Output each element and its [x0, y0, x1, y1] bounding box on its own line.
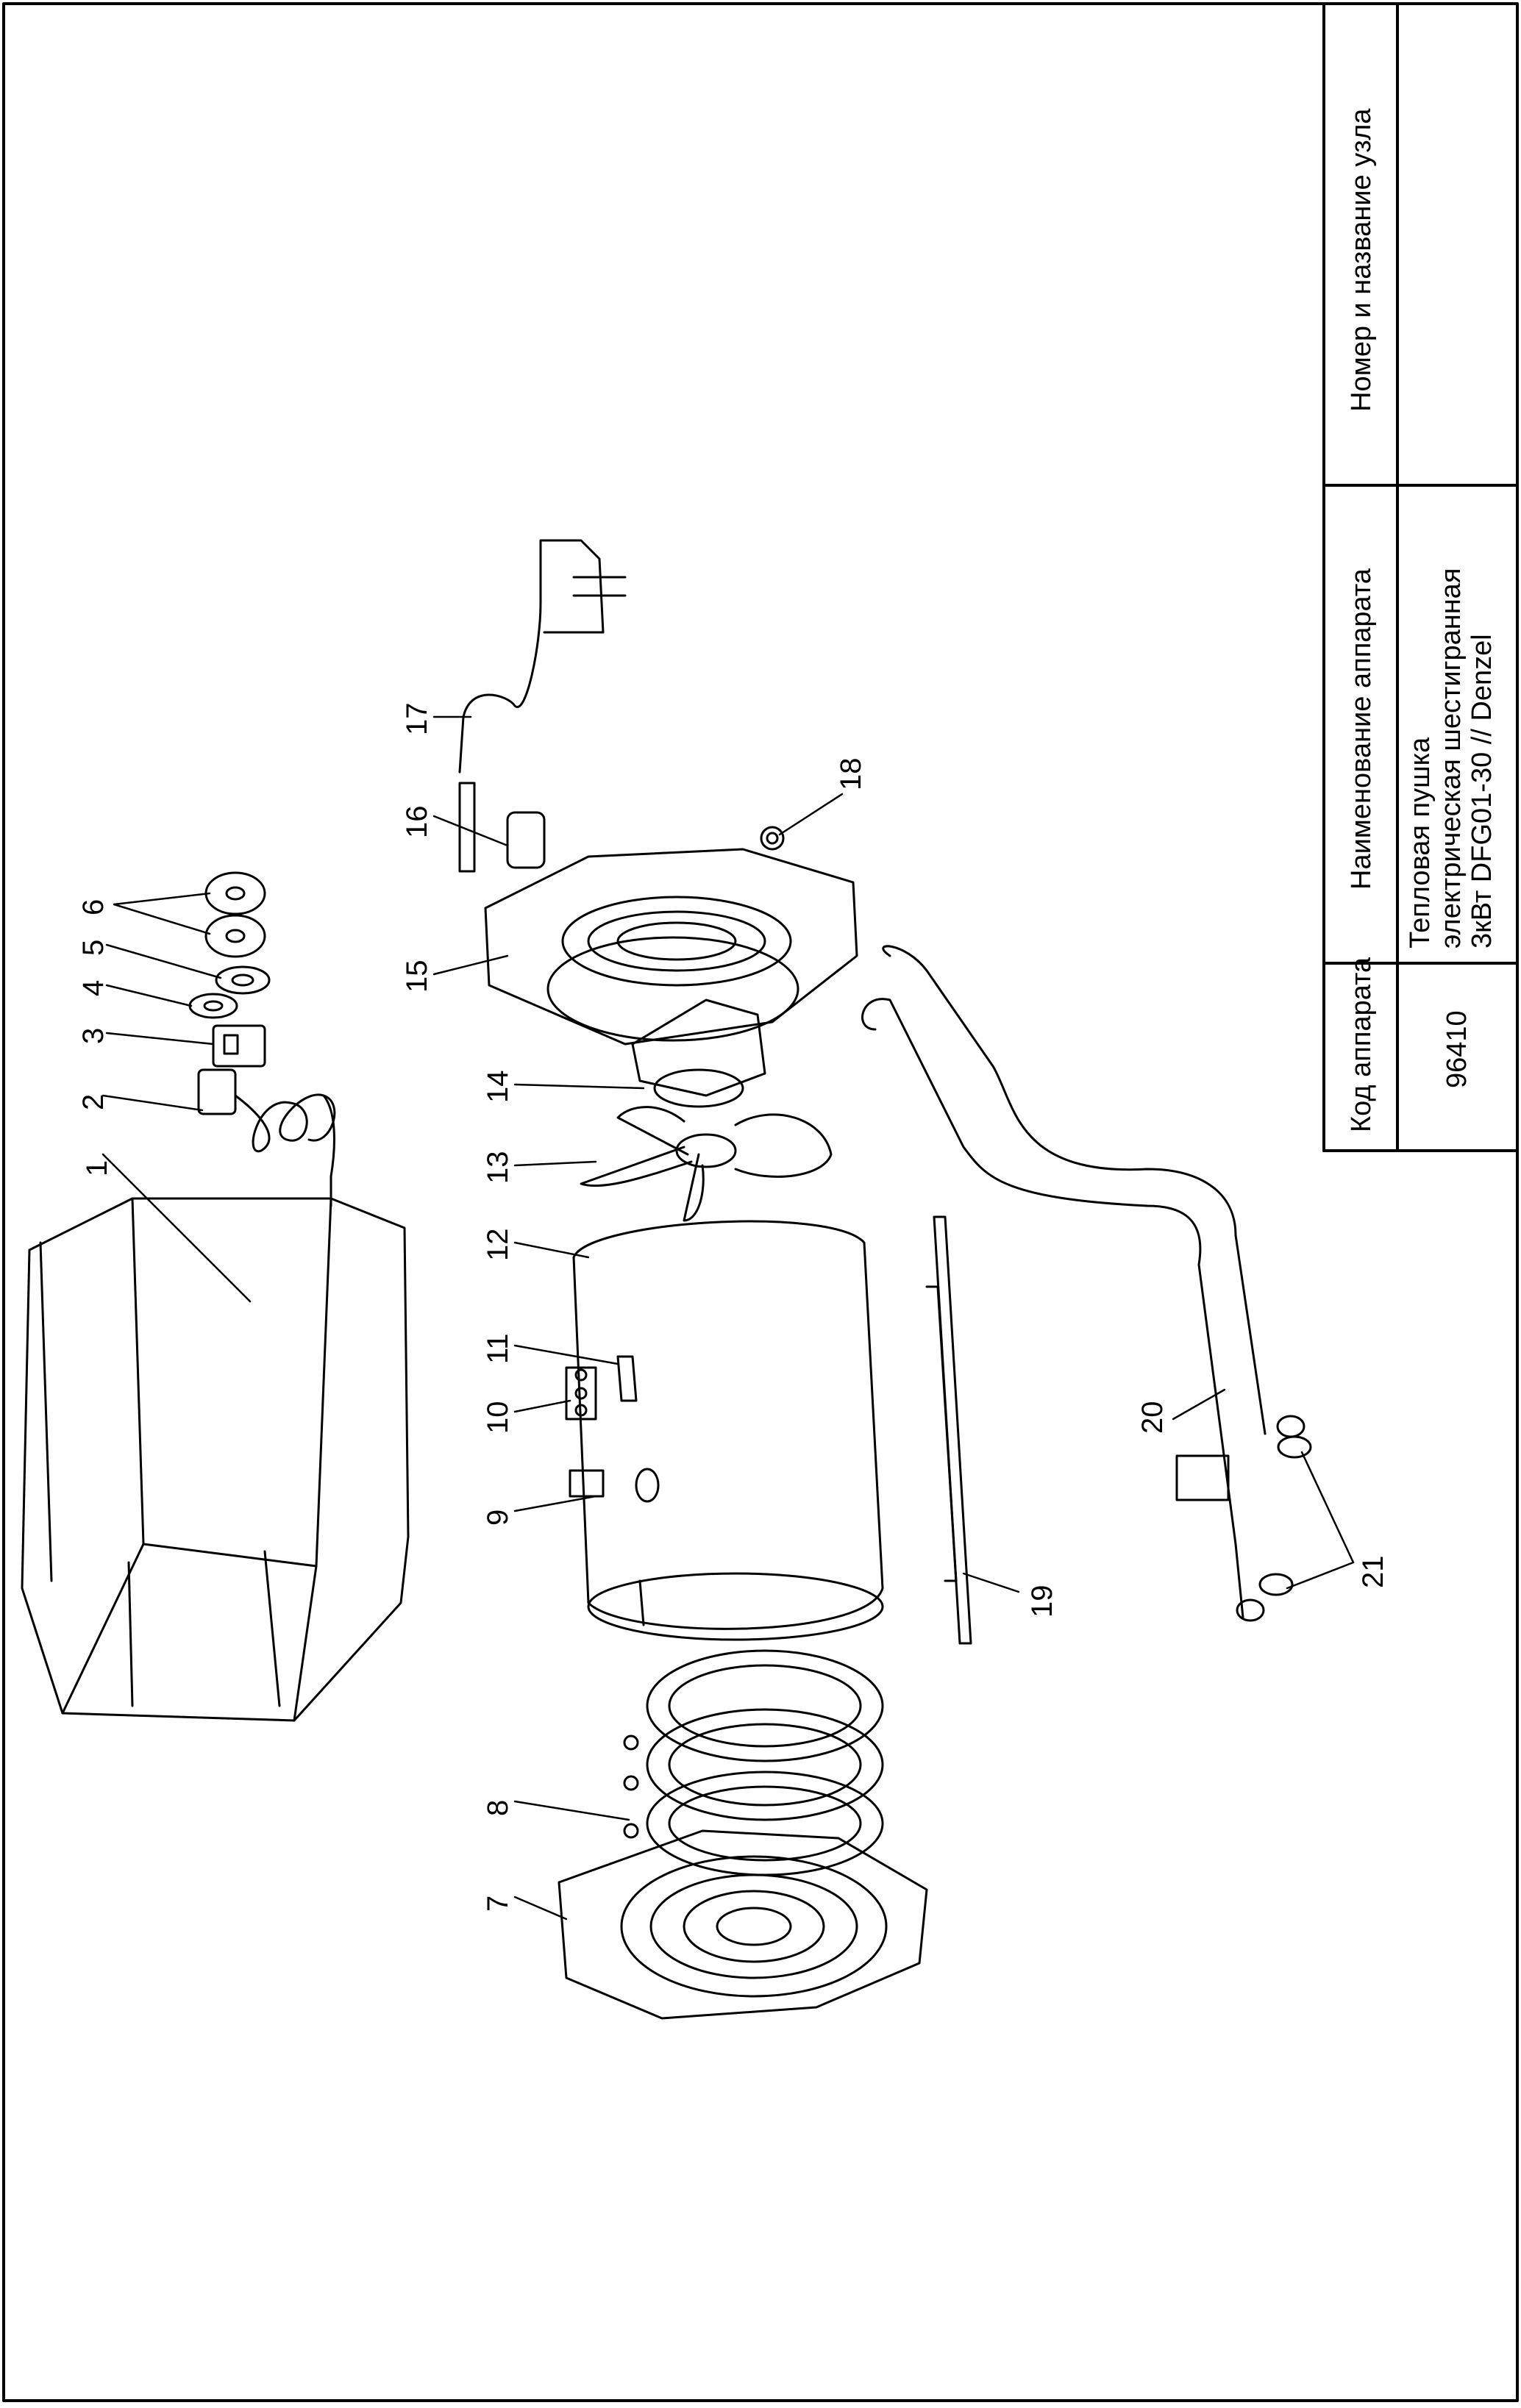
part-17-power-cord	[458, 539, 627, 774]
callout-3: 3	[77, 1027, 110, 1044]
callout-19: 19	[1026, 1585, 1058, 1618]
part-7-front-grille	[558, 1829, 928, 2020]
callout-4: 4	[77, 979, 110, 996]
part-16-cable-gland	[458, 782, 546, 873]
callout-16: 16	[401, 805, 433, 839]
callout-1: 1	[81, 1160, 113, 1176]
code-value: 96410	[1442, 1010, 1472, 1088]
callout-13: 13	[482, 1151, 514, 1185]
part-20-frame	[861, 945, 1306, 1622]
callout-8: 8	[482, 1799, 514, 1816]
part-15-rear-housing	[484, 848, 858, 1046]
callout-18: 18	[835, 757, 867, 791]
name-line-3: 3кВт DFG01-30 // Denzel	[1467, 634, 1497, 948]
part-4-5-6-knobs	[188, 871, 271, 1019]
part-2-3-controls	[197, 1024, 336, 1207]
part-9-10-11-small	[565, 1355, 660, 1503]
callout-21: 21	[1357, 1555, 1389, 1589]
callout-17: 17	[401, 702, 433, 736]
callout-15: 15	[401, 960, 433, 993]
part-13-fan-blade	[580, 1106, 833, 1222]
part-21-feet	[1258, 1435, 1312, 1596]
name-line-1: Тепловая пушка	[1405, 737, 1436, 948]
part-14-motor	[631, 998, 766, 1108]
callout-14: 14	[482, 1070, 514, 1104]
callout-5: 5	[77, 939, 110, 956]
callout-20: 20	[1136, 1401, 1169, 1435]
title-block	[1322, 2, 1519, 1152]
name-line-2: электрическая шестигранная	[1436, 568, 1467, 948]
part-8-heating-elements	[623, 1649, 884, 1876]
part-18-grommet	[760, 826, 785, 851]
header-node: Номер и название узла	[1346, 108, 1377, 412]
callout-7: 7	[482, 1895, 514, 1912]
part-19-bracket	[925, 1215, 972, 1645]
callout-9: 9	[482, 1509, 514, 1526]
header-name: Наименование аппарата	[1346, 568, 1377, 890]
part-1-casing	[21, 1197, 410, 1722]
header-code: Код аппарата	[1346, 957, 1377, 1132]
callout-10: 10	[482, 1401, 514, 1435]
leader-lines	[101, 715, 1355, 1921]
part-12-cylinder	[572, 1220, 884, 1641]
callout-2: 2	[77, 1093, 110, 1110]
callout-11: 11	[482, 1333, 514, 1364]
callout-6: 6	[77, 898, 110, 915]
callout-12: 12	[482, 1228, 514, 1262]
